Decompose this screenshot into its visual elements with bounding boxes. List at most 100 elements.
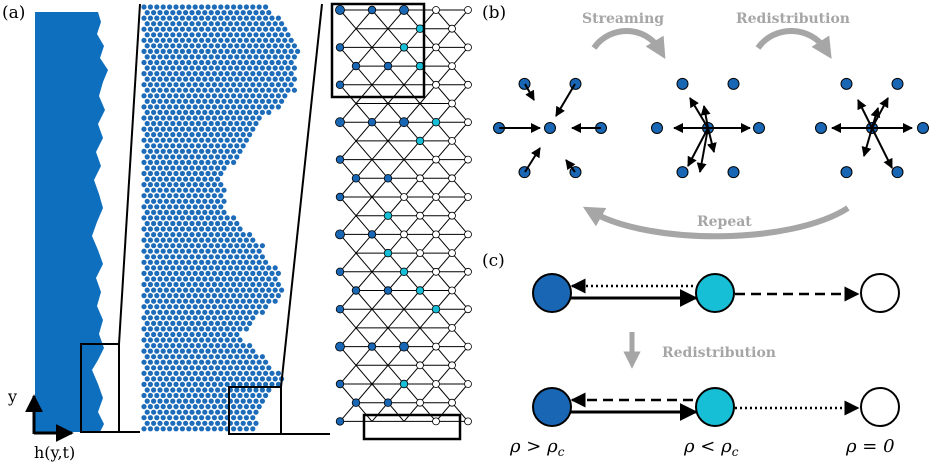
particle [183,143,189,149]
particle [259,10,265,16]
particle [183,21,189,27]
particle [192,137,198,143]
particle [279,21,285,27]
particle [259,243,265,249]
particle [243,415,249,421]
particle [250,4,256,10]
particle [234,10,240,16]
particle [176,387,182,393]
zoom-box-a [80,343,120,433]
particle [234,76,240,82]
lattice-node [432,417,440,426]
particle [192,204,198,210]
particle [256,82,262,88]
particle [253,398,259,404]
particle [160,415,166,421]
lattice-edge [355,28,373,48]
particle [250,304,256,310]
particle [179,304,185,310]
particle [195,232,201,238]
particle [176,21,182,27]
particle [167,270,173,276]
particle [160,359,166,365]
particle [205,215,211,221]
particle [183,287,189,293]
particle [189,398,195,404]
particle [176,43,182,49]
node [840,77,853,90]
particle [170,243,176,249]
particle [173,404,179,410]
particle [234,132,240,138]
particle [154,37,160,43]
particle [224,315,230,321]
particle [256,392,262,399]
particle [144,32,150,38]
lattice-node [367,342,377,351]
particle [253,387,259,393]
lattice-edge [419,364,437,385]
particle [205,370,211,376]
particle [243,270,249,276]
particle [253,65,259,71]
lattice-edge [419,196,437,217]
lattice-edge [435,271,453,291]
particle [154,104,160,110]
particle [199,82,205,88]
particle [199,359,205,365]
particle [240,365,246,371]
particle [192,237,198,243]
particle [247,120,253,127]
particle [247,420,253,426]
particle [141,348,147,354]
particle [179,170,185,177]
particle [144,387,150,393]
particle [224,348,230,354]
lattice-node [400,230,408,239]
particle [243,426,249,432]
particle [247,243,253,249]
particle [215,120,221,127]
particle [243,281,249,288]
lattice-edge [435,234,453,254]
particle [275,26,281,32]
particle [282,48,288,55]
particle [176,65,182,71]
particle [170,109,176,115]
particle [234,265,240,271]
particle [272,21,278,27]
particle [176,10,182,16]
particle [167,370,173,376]
particle [272,265,278,271]
particle [275,82,281,88]
particle [189,387,195,393]
lattice-edge [419,159,437,179]
lattice-edge [451,177,469,198]
particle [147,370,153,376]
particle [154,93,160,99]
particle [215,65,221,71]
particle [211,415,217,421]
particle [250,126,256,132]
particle [173,126,179,132]
particle [173,170,179,177]
particle [154,226,160,232]
particle [154,170,160,177]
particle [234,320,240,326]
particle [218,37,224,43]
particle [243,59,249,66]
lattice-edge [435,159,453,179]
particle [231,404,237,410]
particle [154,293,160,299]
particle [195,10,201,16]
particle [202,10,208,16]
particle [141,15,147,21]
particle [208,87,214,93]
lattice-node [431,305,441,314]
particle [195,187,201,193]
particle [208,309,214,315]
particle [189,21,195,27]
particle [263,270,269,276]
particle [234,409,240,415]
particle [218,48,224,55]
